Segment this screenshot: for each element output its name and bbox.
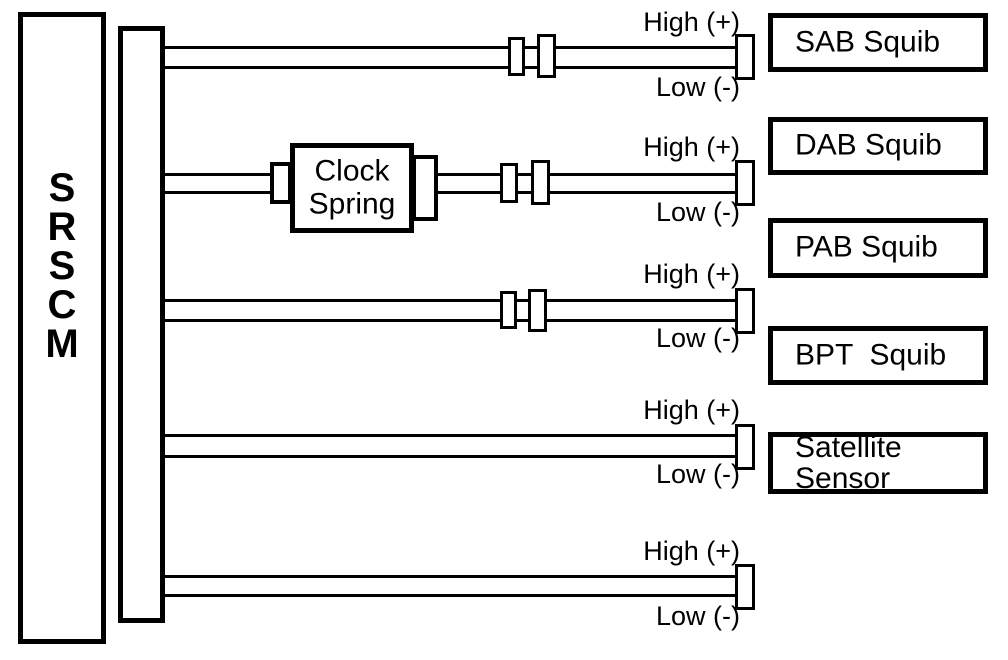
- inline-connector-dab-b[interactable]: [531, 160, 550, 205]
- label-sab-high: High (+): [643, 7, 740, 37]
- wire-dab-high-inboard: [165, 173, 273, 176]
- module-connector-strip[interactable]: [118, 26, 165, 623]
- wire-bpt-low: [165, 455, 737, 458]
- clock-spring-label: Clock Spring: [308, 154, 396, 221]
- wire-dab-high-outboard: [434, 173, 737, 176]
- dab-squib-box[interactable]: DAB Squib: [768, 117, 988, 175]
- srscm-module-label: S R S C M: [45, 166, 79, 366]
- sab-squib-label: SAB Squib: [795, 25, 941, 59]
- label-dab-high: High (+): [643, 132, 740, 162]
- srscm-module-box[interactable]: S R S C M: [18, 12, 106, 644]
- dab-squib-label: DAB Squib: [795, 128, 942, 162]
- inline-connector-sab-a[interactable]: [508, 37, 525, 76]
- clock-spring-right-tab[interactable]: [412, 155, 438, 221]
- label-bpt-low: Low (-): [655, 459, 740, 489]
- wire-sab-high: [165, 46, 737, 49]
- squib-connector-bpt[interactable]: [735, 424, 755, 470]
- wire-dab-low-outboard: [434, 191, 737, 194]
- label-dab-low: Low (-): [655, 197, 740, 227]
- squib-connector-sab[interactable]: [735, 34, 755, 80]
- label-sab-low: Low (-): [655, 72, 740, 102]
- wire-pab-low: [165, 319, 737, 322]
- wire-sab-low: [165, 66, 737, 69]
- wire-satellite-high: [165, 575, 737, 578]
- satellite-connector[interactable]: [735, 564, 755, 610]
- satellite-sensor-label: Satellite Sensor: [795, 431, 902, 495]
- label-satellite-low: Low (-): [655, 601, 740, 631]
- inline-connector-sab-b[interactable]: [537, 34, 556, 78]
- wire-pab-high: [165, 299, 737, 302]
- clock-spring-left-tab[interactable]: [270, 162, 292, 204]
- inline-connector-pab-a[interactable]: [500, 291, 517, 329]
- clock-spring-box[interactable]: Clock Spring: [290, 143, 414, 233]
- label-bpt-high: High (+): [643, 395, 740, 425]
- squib-connector-pab[interactable]: [735, 288, 755, 334]
- squib-connector-dab[interactable]: [735, 160, 755, 206]
- bpt-squib-label: BPT Squib: [795, 338, 947, 372]
- sab-squib-box[interactable]: SAB Squib: [768, 13, 988, 72]
- pab-squib-label: PAB Squib: [795, 230, 938, 264]
- label-satellite-high: High (+): [643, 536, 740, 566]
- inline-connector-dab-a[interactable]: [500, 163, 518, 203]
- wire-satellite-low: [165, 594, 737, 597]
- bpt-squib-box[interactable]: BPT Squib: [768, 326, 988, 385]
- satellite-sensor-box[interactable]: Satellite Sensor: [768, 432, 988, 494]
- pab-squib-box[interactable]: PAB Squib: [768, 218, 988, 278]
- wire-bpt-high: [165, 434, 737, 437]
- label-pab-low: Low (-): [655, 323, 740, 353]
- inline-connector-pab-b[interactable]: [528, 289, 547, 332]
- wire-dab-low-inboard: [165, 191, 273, 194]
- label-pab-high: High (+): [643, 259, 740, 289]
